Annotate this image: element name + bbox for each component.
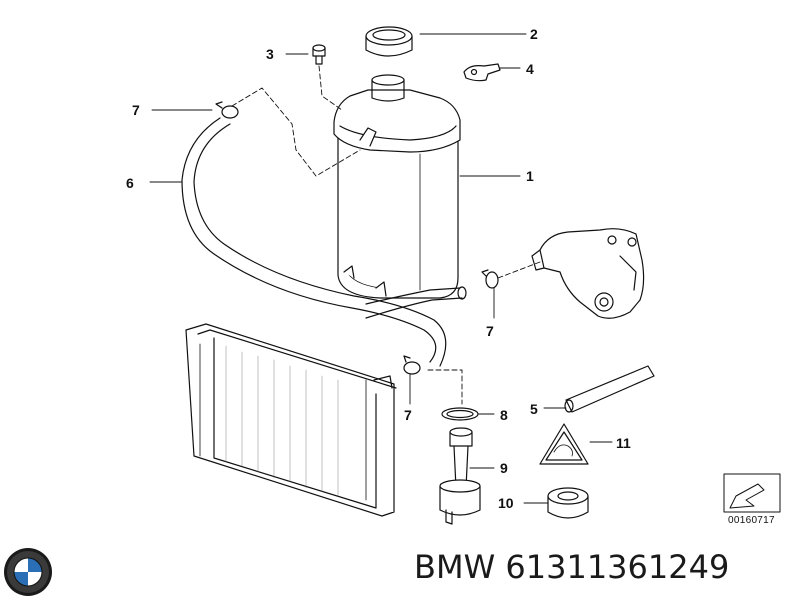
- callout-2: 2: [530, 26, 538, 42]
- callout-9: 9: [500, 460, 508, 476]
- part-number: 61311361249: [505, 548, 730, 586]
- o-ring: [441, 407, 479, 421]
- diagram-code: 00160717: [728, 515, 775, 526]
- screw: [312, 44, 326, 65]
- brand-name: BMW: [414, 548, 496, 586]
- callout-1: 1: [526, 168, 534, 184]
- bmw-roundel-icon: [4, 548, 52, 596]
- callout-7-right: 7: [486, 323, 494, 339]
- leader-dashed-3: [318, 65, 343, 111]
- callout-10: 10: [498, 495, 514, 511]
- hose-clamp-right: [481, 269, 499, 289]
- leader-lines: [149, 33, 613, 504]
- callout-3: 3: [266, 46, 274, 62]
- level-sensor: [439, 427, 481, 525]
- callout-8: 8: [500, 407, 508, 423]
- nut: [547, 487, 589, 519]
- callout-5: 5: [530, 401, 538, 417]
- small-hose: [564, 365, 655, 413]
- thermostat-housing: [531, 228, 645, 319]
- hose-clamp-top: [215, 101, 239, 119]
- callout-6: 6: [126, 175, 134, 191]
- level-sensor-clip: [463, 63, 501, 82]
- expansion-tank: [333, 74, 461, 299]
- tank-cap: [365, 26, 413, 57]
- callout-4: 4: [526, 61, 534, 77]
- callout-11: 11: [616, 435, 631, 451]
- coolant-hose: [181, 117, 467, 367]
- radiator: [185, 323, 397, 517]
- leader-dashed-bottom: [427, 369, 463, 405]
- leader-dashed-right: [497, 261, 541, 279]
- warning-label: [539, 423, 589, 465]
- leader-dashed-7: [231, 87, 361, 177]
- hose-clamp-bottom: [403, 355, 421, 375]
- callout-7-top: 7: [132, 102, 140, 118]
- product-title: BMW 61311361249: [414, 548, 729, 586]
- diagram-reference-box: [723, 473, 781, 513]
- callout-7-bottom: 7: [404, 407, 412, 423]
